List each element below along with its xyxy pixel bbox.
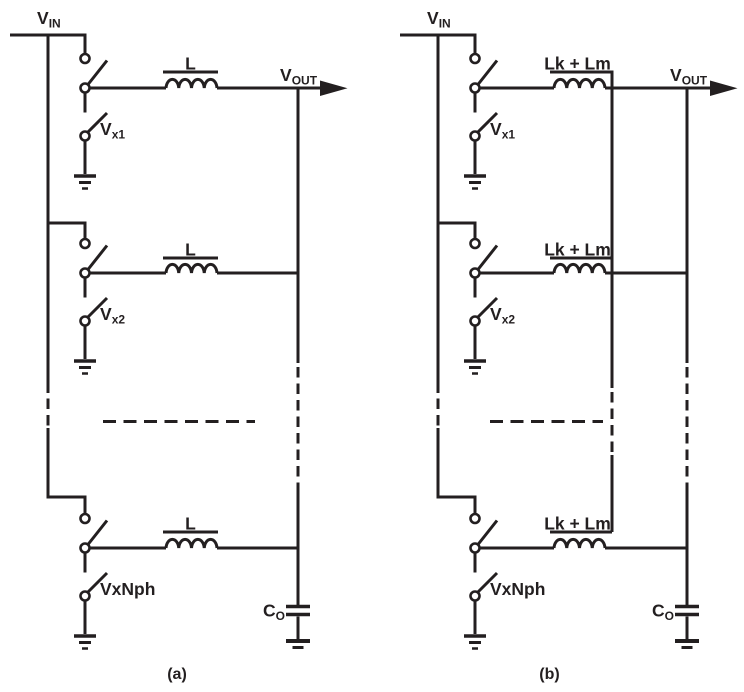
panel-caption: (b) xyxy=(539,666,559,683)
phase1-inductor-label: Lk + Lm xyxy=(544,54,611,74)
vout-arrowhead xyxy=(320,80,348,96)
phase1-inductor-coil xyxy=(552,77,607,89)
phase3-inductor-label: Lk + Lm xyxy=(544,514,611,534)
phase3-inductor-coil xyxy=(164,537,219,549)
phase1-inductor-coil xyxy=(164,77,219,89)
panel-a: VIN VOUT L L L Vx1 Vx2 VxNph CO (a) xyxy=(10,8,348,683)
vout-arrowhead xyxy=(710,80,738,96)
phase3-feed-line xyxy=(46,428,87,514)
phase1-switch-node-label: Vx1 xyxy=(490,119,515,142)
vout-label: VOUT xyxy=(670,65,708,88)
capacitor-label: CO xyxy=(263,601,285,624)
phase2-inductor-coil xyxy=(552,262,607,274)
vin-label: VIN xyxy=(37,8,61,31)
capacitor-label: CO xyxy=(652,601,674,624)
phase3-inductor-coil xyxy=(552,537,607,549)
output-capacitor xyxy=(284,604,312,650)
phase1-inductor-label: L xyxy=(185,54,196,74)
panel-caption: (a) xyxy=(167,666,187,683)
phase2-switch-node-label: Vx2 xyxy=(100,304,125,327)
vin-top-rail xyxy=(10,33,87,54)
phase3-inductor-label: L xyxy=(185,514,196,534)
phase3-switch-node-label: VxNph xyxy=(100,579,155,599)
phase1-core-bar-and-coupling-rail xyxy=(550,70,614,388)
phase2-inductor-coil xyxy=(164,262,219,274)
phase3-switch-node-label: VxNph xyxy=(490,579,545,599)
phase2-inductor-label: Lk + Lm xyxy=(544,240,611,260)
phase3-feed-line xyxy=(436,428,477,514)
phase2-switch-node-label: Vx2 xyxy=(490,304,515,327)
output-capacitor xyxy=(673,604,701,650)
phase2-feed-line xyxy=(438,221,477,239)
vout-label: VOUT xyxy=(280,65,318,88)
vin-label: VIN xyxy=(427,8,451,31)
phase2-inductor-label: L xyxy=(185,240,196,260)
phase1-switch-node-label: Vx1 xyxy=(100,119,125,142)
panel-b: VIN VOUT Lk + Lm Lk + Lm Lk + Lm Vx1 Vx2… xyxy=(400,8,738,683)
vin-top-rail xyxy=(400,33,477,54)
phase2-feed-line xyxy=(48,221,87,239)
